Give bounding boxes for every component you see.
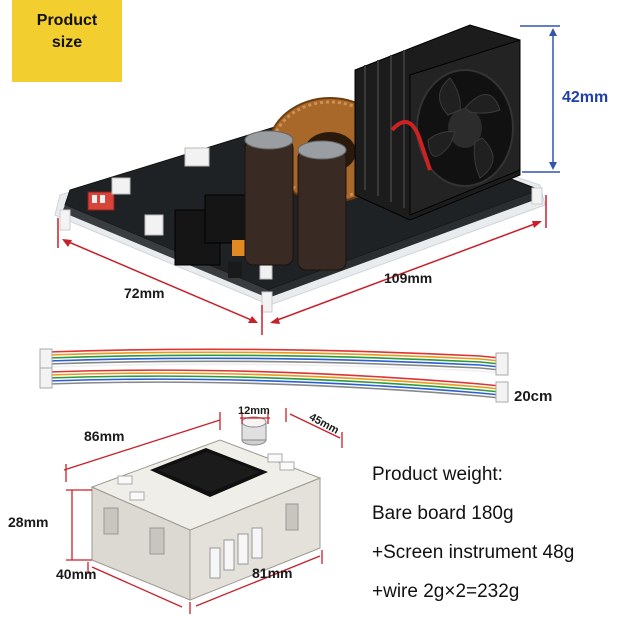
weight-bare-board: Bare board 180g <box>372 503 514 524</box>
wire-length-label: 20cm <box>514 388 553 405</box>
screen-base-label: 81mm <box>252 565 293 581</box>
screen-instrument <box>90 416 322 601</box>
ribbon-cables <box>39 348 509 403</box>
product-size-badge: Product size <box>12 0 122 82</box>
badge-line-2: size <box>51 34 83 51</box>
height-dimension-line <box>520 25 560 173</box>
badge-text: Product size <box>12 10 122 54</box>
length-label: 109mm <box>384 270 433 286</box>
screen-height-label: 28mm <box>8 514 49 530</box>
weight-screen: +Screen instrument 48g <box>372 542 575 563</box>
screen-length-label: 86mm <box>84 428 125 444</box>
badge-line-1: Product <box>36 12 98 29</box>
width-dimension-line <box>57 218 263 335</box>
converter-board <box>54 24 546 313</box>
weight-wire-total: +wire 2g×2=232g <box>372 581 520 602</box>
weight-title: Product weight: <box>372 464 503 485</box>
weight-list: Product weight: Bare board 180g +Screen … <box>372 455 574 611</box>
knob-label: 12mm <box>238 405 270 417</box>
length-dimension-line <box>270 195 547 324</box>
instrument-dimension-lines <box>63 408 343 614</box>
height-label: 42mm <box>562 89 609 106</box>
width-label: 72mm <box>124 285 165 301</box>
screen-width-label: 40mm <box>56 566 97 582</box>
